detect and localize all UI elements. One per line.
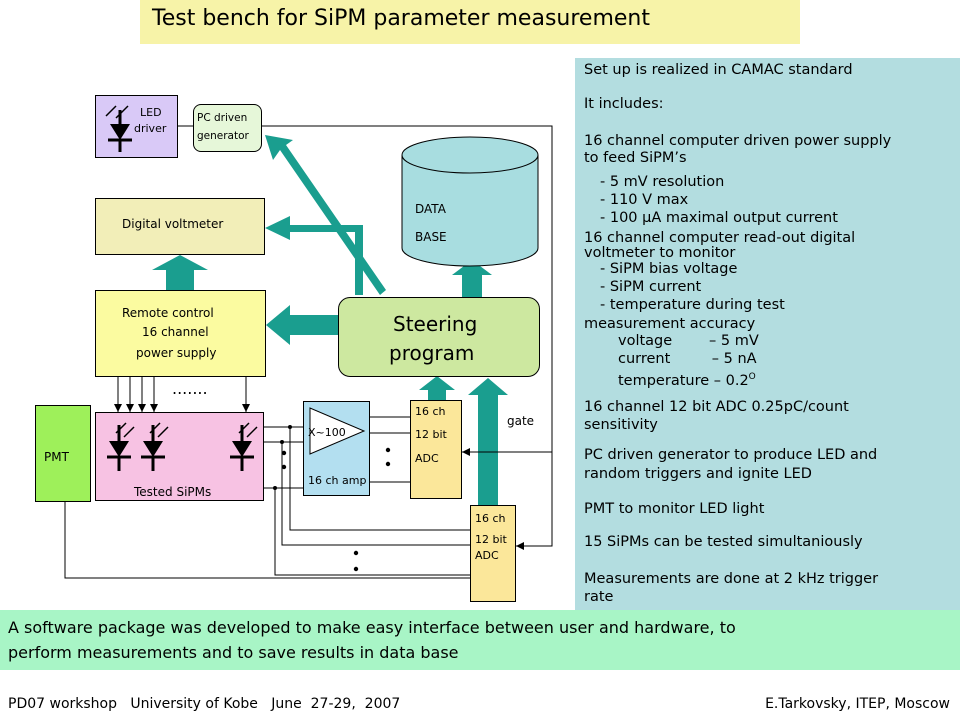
footer-left: PD07 workshop University of Kobe June 27… bbox=[8, 696, 401, 712]
desc-line-5: - 5 mV resolution bbox=[600, 174, 725, 190]
desc-line-13: measurement accuracy bbox=[584, 316, 756, 332]
pc-generator-box: PC driven generator bbox=[193, 104, 262, 152]
teal-arrows bbox=[152, 135, 508, 505]
steering-label-1: Steering bbox=[393, 312, 478, 336]
desc-line-21: PMT to monitor LED light bbox=[584, 501, 765, 517]
sipm-label: Tested SiPMs bbox=[134, 485, 212, 499]
desc-line-20: random triggers and ignite LED bbox=[584, 466, 812, 482]
sipm-diodes bbox=[107, 422, 258, 471]
gate-label: gate bbox=[507, 414, 535, 428]
desc-line-16-text: temperature – 0.2 bbox=[618, 372, 749, 389]
channel-dots: ....... bbox=[172, 379, 208, 398]
desc-line-19: PC driven generator to produce LED and bbox=[584, 447, 878, 463]
page-title: Test bench for SiPM parameter measuremen… bbox=[152, 6, 650, 31]
arrow-adc2-to-steering bbox=[468, 378, 508, 505]
bottom-note-line-2: perform measurements and to save results… bbox=[8, 643, 459, 662]
desc-line-23: Measurements are done at 2 kHz trigger bbox=[584, 571, 879, 587]
desc-line-4: to feed SiPM’s bbox=[584, 150, 687, 166]
desc-line-12: - temperature during test bbox=[600, 297, 785, 313]
sipm-1-icon bbox=[107, 422, 135, 471]
pc-generator-label-2: generator bbox=[197, 130, 249, 142]
desc-line-17: 16 channel 12 bit ADC 0.25pC/count bbox=[584, 399, 849, 415]
desc-line-15: current – 5 nA bbox=[618, 351, 757, 367]
arrow-power-to-voltmeter bbox=[152, 255, 208, 290]
desc-line-1: Set up is realized in CAMAC standard bbox=[584, 62, 853, 78]
desc-line-7: - 100 μA maximal output current bbox=[600, 210, 838, 226]
adc2-box: 16 ch 12 bit ADC bbox=[470, 505, 516, 602]
pc-generator-label-1: PC driven bbox=[197, 112, 248, 124]
amp-gain-label: X~100 bbox=[308, 426, 346, 439]
adc2-label-2: 12 bit bbox=[475, 533, 507, 546]
voltmeter-box: Digital voltmeter bbox=[95, 198, 265, 255]
steering-program-box: Steering program bbox=[338, 297, 540, 377]
pmt-label: PMT bbox=[44, 450, 69, 464]
adc1-label-3: ADC bbox=[415, 452, 439, 465]
thin-wires bbox=[64, 125, 553, 579]
wire-arrowheads bbox=[114, 122, 524, 550]
degree-sup: O bbox=[748, 372, 756, 382]
amp-label: 16 ch amp bbox=[308, 474, 367, 487]
sipm-box: Tested SiPMs bbox=[95, 412, 264, 501]
amplifier-box: X~100 16 ch amp bbox=[303, 401, 370, 496]
arrow-steering-to-voltmeter bbox=[265, 216, 363, 295]
amplifier-triangle-icon bbox=[309, 407, 366, 455]
junction-dots bbox=[273, 425, 292, 490]
desc-line-10: - SiPM bias voltage bbox=[600, 261, 738, 277]
desc-line-6: - 110 V max bbox=[600, 192, 689, 208]
arrow-steering-to-generator bbox=[265, 135, 386, 295]
desc-line-18: sensitivity bbox=[584, 417, 658, 433]
adc2-label-3: ADC bbox=[475, 549, 499, 562]
adc1-label-2: 12 bit bbox=[415, 428, 447, 441]
arrow-steering-to-database-head bbox=[452, 260, 492, 275]
database-cylinder bbox=[401, 136, 539, 267]
desc-line-22: 15 SiPMs can be tested simultaniously bbox=[584, 534, 863, 550]
voltmeter-label: Digital voltmeter bbox=[122, 217, 224, 231]
desc-line-2: It includes: bbox=[584, 96, 664, 112]
arrow-steering-to-database-shaft bbox=[462, 272, 482, 297]
sipm-3-icon bbox=[230, 422, 258, 471]
desc-line-8: 16 channel computer read-out digital bbox=[584, 230, 856, 246]
title-banner: Test bench for SiPM parameter measuremen… bbox=[140, 0, 800, 44]
power-supply-label-3: power supply bbox=[136, 346, 217, 360]
diagram-wiring bbox=[64, 122, 553, 579]
database-label-1: DATA bbox=[415, 202, 446, 216]
power-supply-label-2: 16 channel bbox=[142, 325, 209, 339]
desc-line-14: voltage – 5 mV bbox=[618, 333, 759, 349]
arrow-steering-to-power bbox=[266, 305, 338, 345]
desc-line-16: temperature – 0.2O bbox=[618, 369, 756, 389]
adc2-label-1: 16 ch bbox=[475, 512, 506, 525]
adc1-box: 16 ch 12 bit ADC bbox=[410, 400, 462, 499]
desc-line-24: rate bbox=[584, 589, 614, 605]
arrow-adc1-to-steering bbox=[419, 376, 455, 400]
description-panel bbox=[575, 58, 960, 610]
desc-line-9: voltmeter to monitor bbox=[584, 245, 736, 261]
adc1-label-1: 16 ch bbox=[415, 405, 446, 418]
pmt-box: PMT bbox=[35, 405, 91, 502]
database-label-2: BASE bbox=[415, 230, 447, 244]
power-supply-box: Remote control 16 channel power supply bbox=[95, 290, 266, 377]
footer-right: E.Tarkovsky, ITEP, Moscow bbox=[765, 696, 950, 712]
desc-line-11: - SiPM current bbox=[600, 279, 702, 295]
sipm-2-icon bbox=[141, 422, 169, 471]
power-supply-label-1: Remote control bbox=[122, 306, 214, 320]
led-driver-label-2: driver bbox=[134, 122, 167, 135]
steering-label-2: program bbox=[389, 341, 475, 365]
led-icon bbox=[105, 105, 132, 152]
led-driver-label-1: LED bbox=[140, 106, 162, 119]
bottom-note-line-1: A software package was developed to make… bbox=[8, 618, 736, 637]
bottom-note: A software package was developed to make… bbox=[0, 610, 960, 670]
desc-line-3: 16 channel computer driven power supply bbox=[584, 133, 892, 149]
led-driver-box: LED driver bbox=[95, 95, 178, 158]
